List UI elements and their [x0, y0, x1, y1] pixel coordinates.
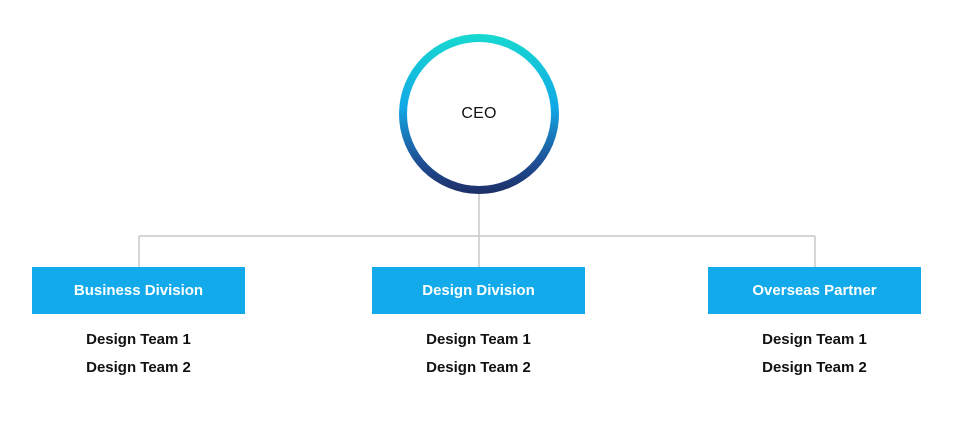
ceo-label: CEO — [461, 105, 497, 122]
division-business: Business Division — [32, 267, 245, 314]
team-item: Design Team 2 — [426, 359, 531, 376]
team-item: Design Team 2 — [86, 359, 191, 376]
division-label-overseas: Overseas Partner — [752, 282, 877, 299]
ceo-node-inner: CEO — [407, 42, 551, 186]
division-label-business: Business Division — [73, 282, 204, 299]
team-list-business: Design Team 1 Design Team 2 — [32, 328, 245, 384]
division-design: Design Division — [372, 267, 585, 314]
division-overseas: Overseas Partner — [708, 267, 921, 314]
ceo-node: CEO — [399, 34, 559, 194]
team-list-overseas: Design Team 1 Design Team 2 — [708, 328, 921, 384]
team-list-design: Design Team 1 Design Team 2 — [372, 328, 585, 384]
team-item: Design Team 1 — [86, 331, 191, 348]
team-item: Design Team 1 — [426, 331, 531, 348]
team-item: Design Team 2 — [762, 359, 867, 376]
team-item: Design Team 1 — [762, 331, 867, 348]
division-label-design: Design Division — [422, 282, 535, 299]
